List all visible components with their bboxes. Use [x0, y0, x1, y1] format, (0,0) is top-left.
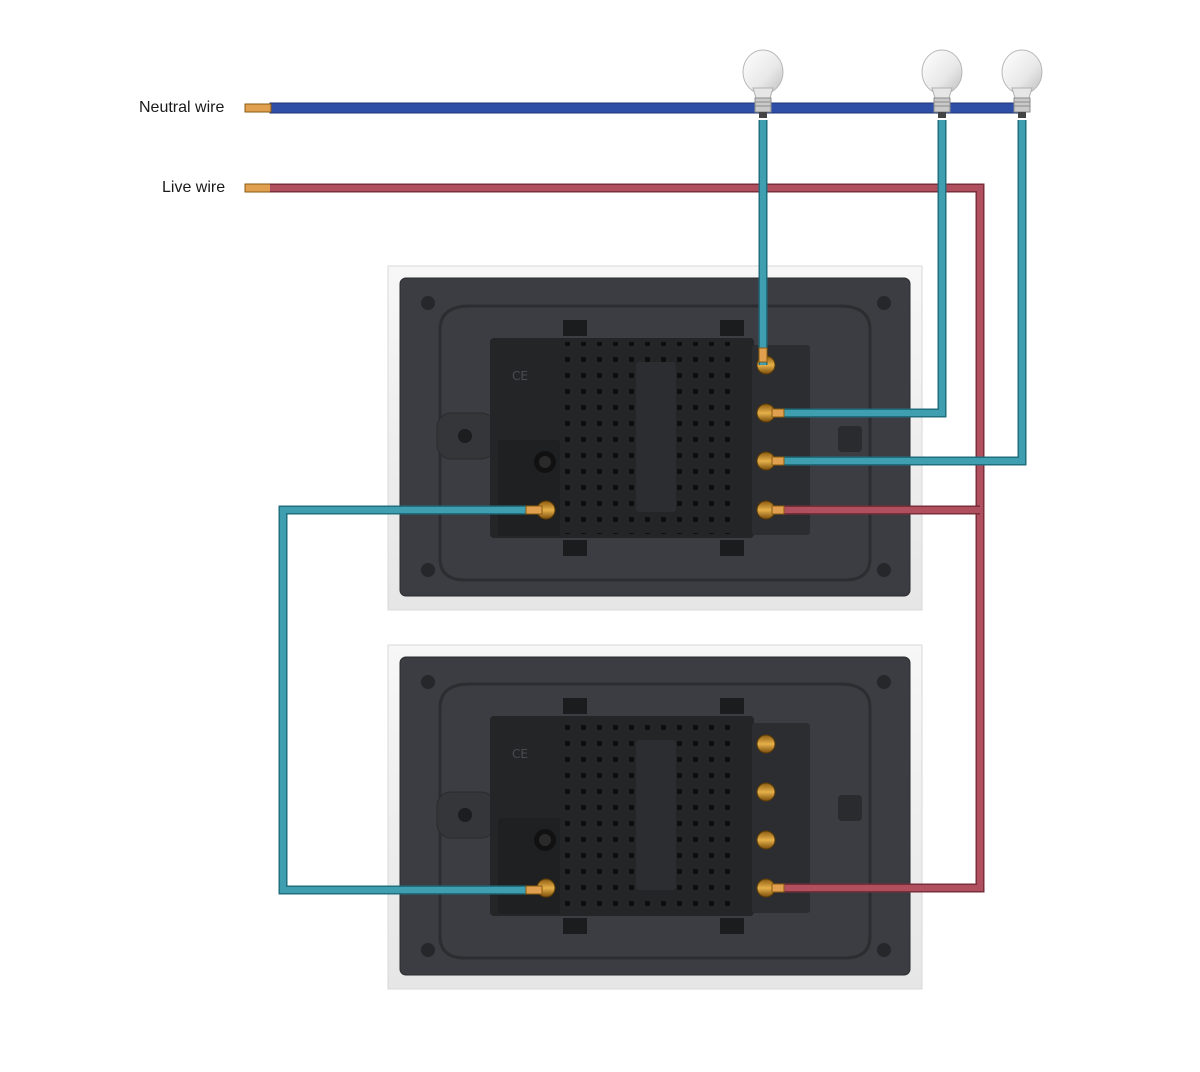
live-wire-label: Live wire — [162, 179, 226, 196]
live-wire — [244, 183, 985, 893]
neutral-wire-label: Neutral wire — [139, 99, 225, 116]
svg-text:CE: CE — [512, 369, 528, 383]
bulb-1-icon — [742, 49, 784, 118]
terminals-top — [536, 355, 776, 520]
bulb-2-icon — [921, 49, 963, 118]
terminal-bottom-1 — [756, 734, 776, 754]
wire-ends — [525, 347, 785, 895]
switched-wires — [278, 120, 1027, 895]
bulb-3-icon — [1001, 49, 1043, 118]
neutral-wire — [244, 102, 1023, 114]
svg-text:CE: CE — [512, 747, 528, 761]
terminals-bottom — [536, 734, 776, 898]
switch-panel-bottom: CE — [387, 644, 923, 990]
terminal-bottom-3 — [756, 830, 776, 850]
terminal-bottom-2 — [756, 782, 776, 802]
switch-panel-top: CE — [387, 265, 923, 611]
